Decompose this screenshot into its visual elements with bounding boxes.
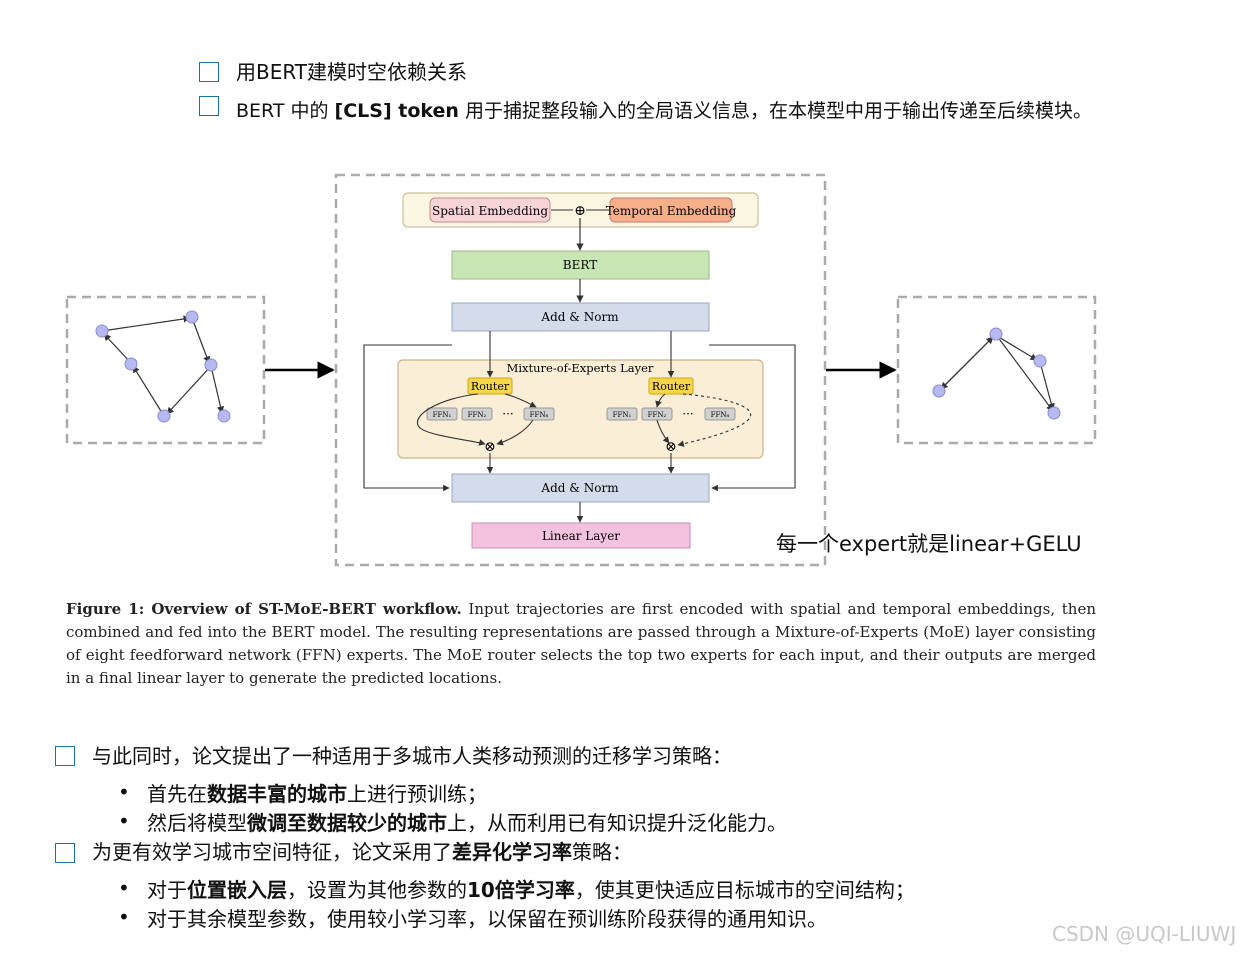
linear-layer-box [471,522,691,549]
top-line-2-prefix: BERT 中的 [236,100,335,122]
section2-bullet1: 对于位置嵌入层，设置为其他参数的10倍学习率，使其更快适应目标城市的空间结构； [147,876,915,904]
bullet-icon: • [118,780,130,804]
output-nodes [932,327,1061,420]
ffn-left-1-label: FFN₁ [433,411,452,419]
spatial-embedding-label: Spatial Embedding [432,204,548,218]
checkbox-icon[interactable] [55,746,75,766]
s2h-post: 策略： [572,840,632,864]
checkbox-icon[interactable] [199,96,219,116]
watermark: CSDN @UQI-LIUWJ [1052,922,1237,946]
top-line-2-bold: [CLS] token [334,100,459,122]
top-line-1: 用BERT建模时空依赖关系 [236,60,468,84]
ffn-left-2-label: FFN₂ [468,411,487,419]
s1b1-pre: 首先在 [147,782,207,806]
caption-bold: Figure 1: Overview of ST-MoE-BERT workfl… [66,600,462,618]
s1b2-pre: 然后将模型 [147,811,247,835]
input-trajectory-graph [101,315,225,417]
s2b1-post: ，使其更快适应目标城市的空间结构； [574,878,915,902]
otimes-right: ⊗ [665,439,677,455]
bullet-icon: • [118,876,130,900]
figure-caption: Figure 1: Overview of ST-MoE-BERT workfl… [66,598,1096,690]
input-nodes [95,310,231,423]
s2h-bold: 差异化学习率 [452,840,572,864]
moe-layer-label: Mixture-of-Experts Layer [507,361,654,375]
s2b1-mid: ，设置为其他参数的 [287,878,467,902]
output-trajectory-graph [940,334,1055,412]
bert-box [451,250,710,280]
workflow-diagram: Spatial Embedding Temporal Embedding ⊕ B… [65,173,1097,567]
section1-bullet1: 首先在数据丰富的城市上进行预训练； [147,780,487,808]
s1b1-bold: 数据丰富的城市 [207,782,347,806]
add-norm-top-box [451,302,710,332]
model-frame [334,173,827,567]
top-line-2: BERT 中的 [CLS] token 用于捕捉整段输入的全局语义信息，在本模型… [236,97,1092,125]
router-left-label: Router [471,380,510,393]
section1-heading: 与此同时，论文提出了一种适用于多城市人类移动预测的迁移学习策略： [92,744,732,768]
temporal-embedding-box [609,197,733,223]
checkbox-icon[interactable] [55,843,75,863]
add-norm-bottom-label: Add & Norm [540,481,619,495]
top-line-2-suffix: 用于捕捉整段输入的全局语义信息，在本模型中用于输出传递至后续模块。 [458,100,1092,122]
ffn-left-group: FFN₁ FFN₂ ··· FFN₈ [426,407,555,421]
s2b1-pre: 对于 [147,878,187,902]
ffn-right-2-label: FFN₂ [648,411,667,419]
expert-note: 每一个expert就是linear+GELU [776,532,1082,556]
ffn-left-k-label: FFN₈ [530,411,549,419]
checkbox-icon[interactable] [199,62,219,82]
output-trajectory-frame [896,295,1097,445]
ffn-left-dots: ··· [502,407,513,421]
plus-symbol: ⊕ [574,203,586,219]
router-right-box [648,377,694,395]
s1b2-bold: 微调至数据较少的城市 [247,811,447,835]
add-norm-top-label: Add & Norm [540,310,619,324]
input-trajectory-frame [65,295,266,445]
section2-heading: 为更有效学习城市空间特征，论文采用了差异化学习率策略： [92,838,632,866]
spatial-embedding-box [429,197,551,223]
section2-bullet2: 对于其余模型参数，使用较小学习率，以保留在预训练阶段获得的通用知识。 [147,907,827,931]
s2b1-bold2: 10倍学习率 [467,878,575,902]
otimes-left: ⊗ [484,439,496,455]
caption-text: Input trajectories are first encoded wit… [66,600,1097,687]
router-right-label: Router [652,380,691,393]
s2h-pre: 为更有效学习城市空间特征，论文采用了 [92,840,452,864]
bullet-icon: • [118,809,130,833]
s1b1-post: 上进行预训练； [347,782,487,806]
s2b1-bold1: 位置嵌入层 [187,878,287,902]
ffn-right-k-label: FFN₈ [711,411,730,419]
ffn-right-group: FFN₁ FFN₂ ··· FFN₈ [606,407,736,421]
router-left-box [467,377,513,395]
bullet-icon: • [118,905,130,929]
temporal-embedding-label: Temporal Embedding [606,204,737,218]
ffn-right-dots: ··· [682,407,693,421]
ffn-right-1-label: FFN₁ [613,411,632,419]
bert-label: BERT [563,258,597,272]
section1-bullet2: 然后将模型微调至数据较少的城市上，从而利用已有知识提升泛化能力。 [147,809,787,837]
s1b2-post: 上，从而利用已有知识提升泛化能力。 [447,811,787,835]
linear-layer-label: Linear Layer [542,529,620,543]
